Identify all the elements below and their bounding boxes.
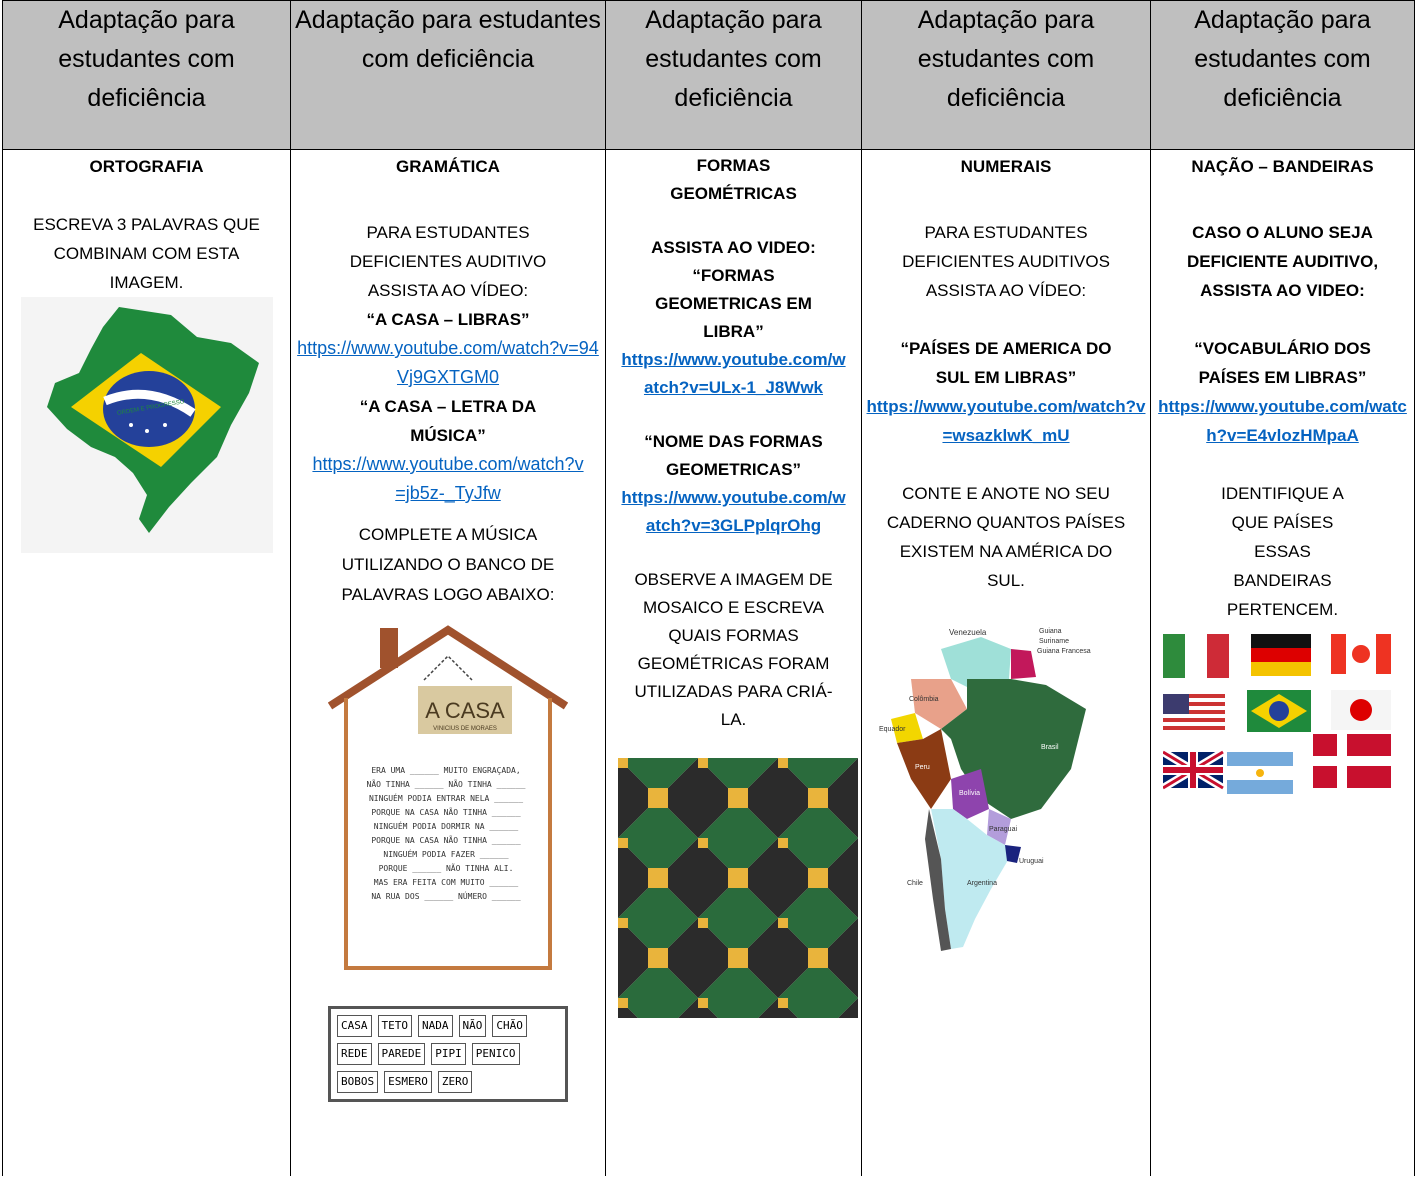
lyric-line: NA RUA DOS ______ NÚMERO ______ <box>371 892 521 901</box>
map-label: Venezuela <box>949 628 987 637</box>
bandeiras-video-link[interactable]: https://www.youtube.com/watch?v=E4vlozHM… <box>1158 397 1407 445</box>
lyric-line: ERA UMA ______ MUITO ENGRAÇADA, <box>371 766 521 775</box>
word-bank-word: BOBOS <box>337 1071 379 1093</box>
brazil-flag-map-image: ORDEM E PROGRESSO <box>20 297 273 553</box>
word-bank-word: ESMERO <box>384 1071 432 1093</box>
header-cell-4: Adaptação para estudantes com deficiênci… <box>861 0 1151 150</box>
ortografia-title: ORTOGRAFIA <box>89 157 204 176</box>
bandeiras-instructions: IDENTIFIQUE A QUE PAÍSES ESSAS BANDEIRAS… <box>1221 484 1344 619</box>
header-cell-2: Adaptação para estudantes com deficiênci… <box>290 0 606 150</box>
house-title: A CASA <box>425 698 505 723</box>
word-bank-word: PAREDE <box>377 1043 426 1065</box>
flag-argentina <box>1226 752 1293 794</box>
flag-denmark <box>1312 734 1391 788</box>
word-bank-word: TETO <box>377 1015 412 1037</box>
map-label: Chile <box>907 880 923 887</box>
map-label: Guiana <box>1039 628 1062 635</box>
column-gramatica: GRAMÁTICA PARA ESTUDANTES DEFICIENTES AU… <box>290 149 606 1176</box>
word-bank-word: CHÃO <box>492 1015 527 1037</box>
column-bandeiras: NAÇÃO – BANDEIRAS CASO O ALUNO SEJA DEFI… <box>1150 149 1415 1176</box>
numerais-video-title: “PAÍSES DE AMERICA DO SUL EM LIBRAS” <box>900 339 1112 387</box>
flag-canada <box>1330 634 1391 674</box>
column-ortografia: ORTOGRAFIA ESCREVA 3 PALAVRAS QUE COMBIN… <box>2 149 291 1176</box>
word-bank-word: NADA <box>418 1015 453 1037</box>
word-bank-word: ZERO <box>437 1071 473 1093</box>
numerais-instructions: CONTE E ANOTE NO SEU CADERNO QUANTOS PAÍ… <box>886 484 1126 590</box>
formas-video1-link[interactable]: https://www.youtube.com/watch?v=ULx-1_J8… <box>621 350 846 397</box>
map-label: Guiana Francesa <box>1037 648 1091 655</box>
map-label: Bolívia <box>959 790 980 797</box>
numerais-video-link[interactable]: https://www.youtube.com/watch?v=wsazklwK… <box>866 397 1146 445</box>
lyric-line: NÃO TINHA ______ NÃO TINHA ______ <box>366 780 526 789</box>
flag-italy <box>1162 634 1229 678</box>
lyric-line: PORQUE ______ NÃO TINHA ALI. <box>378 864 514 873</box>
header-cell-5: Adaptação para estudantes com deficiênci… <box>1150 0 1415 150</box>
formas-instructions: OBSERVE A IMAGEM DE MOSAICO E ESCREVA QU… <box>634 570 833 729</box>
map-label: Colômbia <box>909 696 939 703</box>
map-label: Uruguai <box>1019 858 1044 865</box>
numerais-title: NUMERAIS <box>960 157 1052 176</box>
video1-title: “A CASA – LIBRAS” <box>366 310 530 329</box>
gramatica-intro: PARA ESTUDANTES DEFICIENTES AUDITIVO ASS… <box>349 223 547 300</box>
word-bank-box: CASA TETO NADA NÃO CHÃO REDE PAREDE PIPI… <box>328 1006 568 1102</box>
lyric-line: NINGUÉM PODIA FAZER ______ <box>383 850 509 859</box>
word-bank-word: PENICO <box>471 1043 520 1065</box>
word-bank-word: REDE <box>337 1043 372 1065</box>
formas-title: FORMAS GEOMÉTRICAS <box>670 156 797 203</box>
map-label: Argentina <box>967 880 997 887</box>
lyric-line: NINGUÉM PODIA ENTRAR NELA ______ <box>368 794 524 803</box>
word-bank-word: NÃO <box>458 1015 487 1037</box>
word-bank-word: PIPI <box>431 1043 466 1065</box>
gramatica-title: GRAMÁTICA <box>396 157 500 176</box>
south-america-map-image: Venezuela Guiana Suriname Guiana Frances… <box>879 628 1091 951</box>
map-label: Brasil <box>1041 744 1059 751</box>
column-numerais: NUMERAIS PARA ESTUDANTES DEFICIENTES AUD… <box>861 149 1151 1176</box>
formas-watch-text: ASSISTA AO VIDEO: “FORMAS GEOMETRICAS EM… <box>651 238 816 341</box>
map-label: Suriname <box>1039 638 1069 645</box>
header-cell-3: Adaptação para estudantes com deficiênci… <box>605 0 862 150</box>
flag-germany <box>1250 634 1311 676</box>
flag-brazil <box>1246 690 1311 732</box>
flag-usa <box>1162 694 1225 734</box>
bandeiras-intro: CASO O ALUNO SEJA DEFICIENTE AUDITIVO, A… <box>1186 223 1379 300</box>
video2-title: “A CASA – LETRA DA MÚSICA” <box>359 397 537 445</box>
formas-video2-title: “NOME DAS FORMAS GEOMETRICAS” <box>644 432 823 479</box>
lyric-line: PORQUE NA CASA NÃO TINHA ______ <box>371 808 521 817</box>
header-row: Adaptação para estudantes com deficiênci… <box>2 0 1415 150</box>
flag-japan <box>1330 690 1391 730</box>
map-label: Peru <box>915 764 930 771</box>
lyric-line: NINGUÉM PODIA DORMIR NA ______ <box>373 822 519 831</box>
ortografia-instructions: ESCREVA 3 PALAVRAS QUE COMBINAM COM ESTA… <box>33 215 260 292</box>
gramatica-instructions: COMPLETE A MÚSICA UTILIZANDO O BANCO DE … <box>341 525 555 604</box>
video2-link[interactable]: https://www.youtube.com/watch?v=jb5z-_Ty… <box>312 454 584 503</box>
word-bank-word: CASA <box>337 1015 372 1037</box>
formas-video2-link[interactable]: https://www.youtube.com/watch?v=3GLPplqr… <box>621 488 846 535</box>
numerais-intro: PARA ESTUDANTES DEFICIENTES AUDITIVOS AS… <box>902 223 1110 300</box>
lyric-line: PORQUE NA CASA NÃO TINHA ______ <box>371 836 521 845</box>
lyric-line: MAS ERA FEITA COM MUITO ______ <box>373 878 519 887</box>
video1-link[interactable]: https://www.youtube.com/watch?v=94Vj9GXT… <box>297 338 599 387</box>
map-label: Equador <box>879 726 906 733</box>
header-cell-1: Adaptação para estudantes com deficiênci… <box>2 0 291 150</box>
flags-image <box>1162 634 1391 794</box>
column-formas-geometricas: FORMAS GEOMÉTRICAS ASSISTA AO VIDEO: “FO… <box>605 149 862 1176</box>
bandeiras-title: NAÇÃO – BANDEIRAS <box>1191 157 1374 176</box>
map-label: Paraguai <box>989 826 1017 833</box>
flag-uk <box>1162 748 1225 792</box>
bandeiras-video-title: “VOCABULÁRIO DOS PAÍSES EM LIBRAS” <box>1194 339 1371 387</box>
content-row: ORTOGRAFIA ESCREVA 3 PALAVRAS QUE COMBIN… <box>2 149 1415 1176</box>
a-casa-worksheet-image: A CASA VINICIUS DE MORAES <box>328 625 568 970</box>
house-subtitle: VINICIUS DE MORAES <box>433 726 497 732</box>
mosaic-image <box>618 758 858 1018</box>
